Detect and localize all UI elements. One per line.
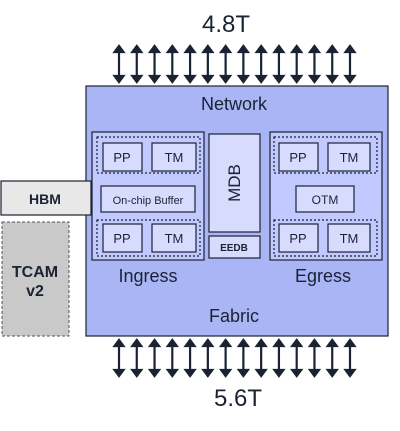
egress-label: Egress (295, 266, 351, 286)
egress-pp-top (278, 142, 319, 172)
eedb-label: EEDB (220, 243, 248, 254)
bidirectional-bottom-arrow-icon (254, 338, 268, 378)
ingress-top-group (96, 136, 201, 174)
tcam-label-line2: v2 (26, 283, 44, 300)
bidirectional-bottom-arrow-icon (112, 338, 126, 378)
bidirectional-top-arrow-icon (165, 44, 180, 84)
otm-label: OTM (312, 193, 339, 207)
bidirectional-bottom-arrow-icon (343, 338, 357, 378)
egress-tm-bottom (327, 223, 371, 253)
bidirectional-bottom-arrow-icon (201, 338, 215, 378)
egress-pp-top-label: PP (289, 150, 306, 165)
egress-top-group (273, 136, 378, 174)
hbm-block (0, 180, 92, 216)
bidirectional-top-arrow-icon (343, 44, 357, 84)
ingress-pp-top (102, 142, 143, 172)
bidirectional-bottom-arrow-icon (165, 338, 180, 378)
bidirectional-top-arrow-icon (325, 44, 339, 84)
ingress-tm-bottom-label: TM (165, 231, 184, 246)
ingress-pp-bottom-label: PP (113, 231, 130, 246)
bottom-bandwidth-label: 5.6T (214, 385, 262, 412)
bidirectional-bottom-arrow-icon (218, 338, 233, 378)
top-arrow-group (112, 44, 357, 84)
bidirectional-bottom-arrow-icon (307, 338, 322, 378)
bidirectional-bottom-arrow-icon (272, 338, 286, 378)
bidirectional-bottom-arrow-icon (147, 338, 162, 378)
bidirectional-top-arrow-icon (201, 44, 215, 84)
ingress-pp-top-label: PP (113, 150, 130, 165)
bidirectional-top-arrow-icon (183, 44, 197, 84)
bidirectional-top-arrow-icon (254, 44, 268, 84)
bidirectional-bottom-arrow-icon (183, 338, 197, 378)
hbm-label: HBM (29, 191, 61, 207)
egress-tm-top-label: TM (340, 150, 359, 165)
bidirectional-bottom-arrow-icon (325, 338, 339, 378)
bidirectional-top-arrow-icon (112, 44, 126, 84)
bidirectional-top-arrow-icon (130, 44, 144, 84)
bidirectional-top-arrow-icon (147, 44, 162, 84)
fabric-label: Fabric (209, 306, 259, 326)
bidirectional-top-arrow-icon (307, 44, 322, 84)
network-label: Network (201, 94, 268, 114)
mdb-label: MDB (225, 164, 244, 202)
bidirectional-top-arrow-icon (272, 44, 286, 84)
egress-pp-bottom-label: PP (289, 231, 306, 246)
egress-pp-bottom (278, 223, 319, 253)
egress-bottom-group (273, 219, 378, 257)
egress-tm-bottom-label: TM (340, 231, 359, 246)
bidirectional-bottom-arrow-icon (236, 338, 251, 378)
tcam-label-line1: TCAM (12, 264, 58, 281)
ingress-tm-top (151, 142, 197, 172)
egress-tm-top (327, 142, 371, 172)
ingress-label: Ingress (118, 266, 177, 286)
on-chip-buffer (100, 185, 196, 213)
bottom-arrow-group (112, 338, 357, 378)
eedb-block (208, 235, 261, 259)
mdb-block (208, 133, 261, 233)
tcam-block (1, 221, 70, 337)
bidirectional-bottom-arrow-icon (289, 338, 304, 378)
on-chip-buffer-label: On-chip Buffer (113, 195, 184, 207)
otm-block (295, 185, 355, 213)
bidirectional-top-arrow-icon (236, 44, 251, 84)
top-bandwidth-label: 4.8T (202, 11, 250, 38)
bidirectional-top-arrow-icon (218, 44, 233, 84)
ingress-tm-top-label: TM (165, 150, 184, 165)
ingress-bottom-group (96, 219, 201, 257)
bidirectional-top-arrow-icon (289, 44, 304, 84)
bidirectional-bottom-arrow-icon (130, 338, 144, 378)
ingress-tm-bottom (151, 223, 197, 253)
ingress-pp-bottom (102, 223, 143, 253)
